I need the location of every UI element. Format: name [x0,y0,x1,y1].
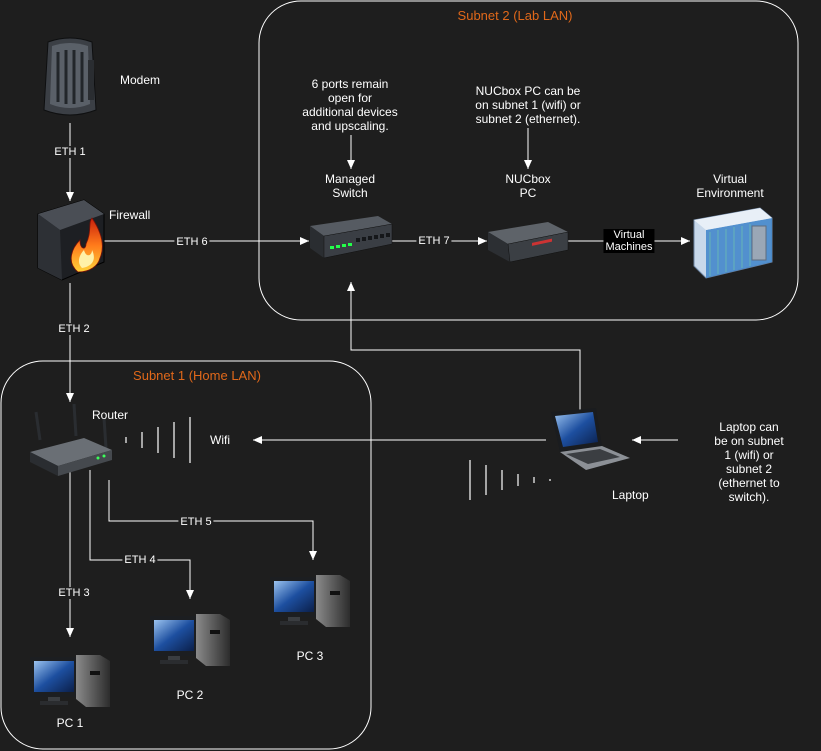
virtual-environment-icon [693,207,773,279]
subnet-1-title: Subnet 1 (Home LAN) [133,368,261,383]
edge-router-pc2 [89,470,194,599]
virtual-environment-label: Virtual Environment [696,172,764,200]
wifi-label: Wifi [210,433,230,447]
subnet-2-group [258,0,799,321]
eth4-label: ETH 4 [122,554,158,566]
switch-ports-note: 6 ports remain open for additional devic… [302,77,398,133]
pc3-desktop-icon [270,575,350,627]
modem-label: Modem [120,73,161,87]
eth3-label: ETH 3 [56,587,92,599]
laptop-wifi-signal-icon [469,460,551,500]
eth7-label: ETH 7 [416,235,452,247]
firewall-label: Firewall [109,208,151,222]
laptop-note: Laptop can be on subnet 1 (wifi) or subn… [714,420,784,504]
pc1-label: PC 1 [56,716,84,730]
subnet-1-group [0,360,372,750]
nucbox-label: NUCbox PC [505,172,551,200]
nucbox-note: NUCbox PC can be on subnet 1 (wifi) or s… [475,84,581,126]
eth1-label: ETH 1 [52,146,88,158]
switch-label: Managed Switch [324,172,376,200]
edge-laptop-switch [347,282,581,411]
firewall-icon [37,199,105,281]
pc2-desktop-icon [150,614,230,666]
laptop-icon [551,408,630,470]
virtual-machines-label: Virtual Machines [603,229,655,253]
eth6-label: ETH 6 [174,236,210,248]
modem-icon [43,37,97,116]
subnet-2-title: Subnet 2 (Lab LAN) [457,8,573,23]
eth5-label: ETH 5 [178,516,214,528]
router-label: Router [92,408,129,422]
wireless-router-icon [30,403,112,476]
laptop-label: Laptop [612,488,649,502]
switch-icon [310,216,393,259]
eth2-label: ETH 2 [56,323,92,335]
pc3-label: PC 3 [296,649,324,663]
mini-pc-icon [488,222,569,263]
router-wifi-signal-icon [125,417,191,463]
pc2-label: PC 2 [176,688,204,702]
pc1-desktop-icon [30,655,110,707]
